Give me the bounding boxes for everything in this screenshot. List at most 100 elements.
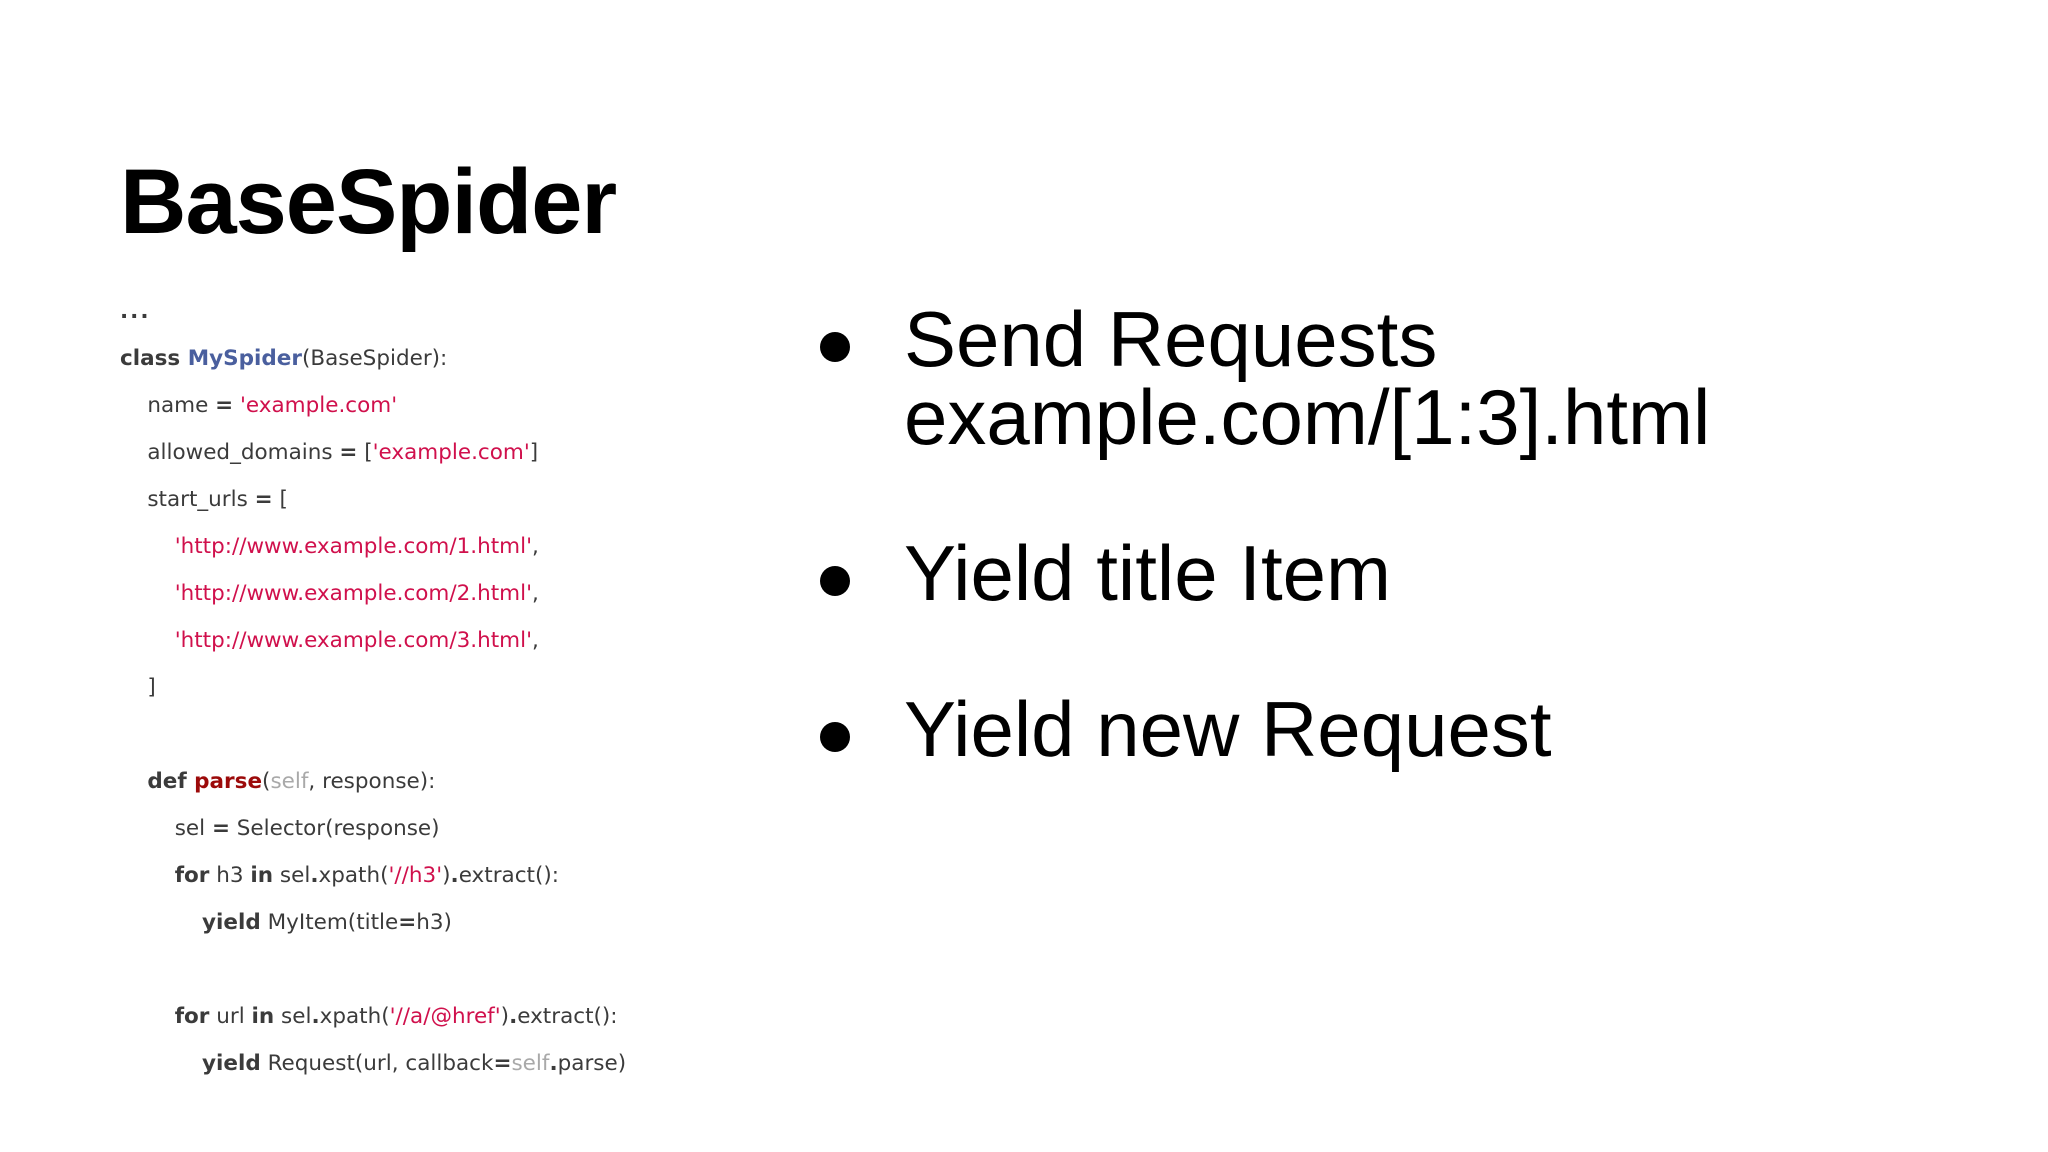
code-token-self: self — [270, 769, 309, 794]
code-token-fn: parse — [194, 769, 263, 794]
code-token-plain: ) — [500, 1004, 510, 1029]
code-line: 'http://www.example.com/3.html', — [120, 617, 840, 664]
bullet-text: Send Requests example.com/[1:3].html — [904, 295, 1711, 461]
list-item: Yield new Request — [820, 690, 1970, 768]
bullet-dot-icon — [820, 722, 850, 752]
code-token-plain: sel — [274, 1004, 312, 1029]
code-token-kw: for — [174, 863, 210, 888]
code-token-op: = — [398, 910, 417, 935]
code-indent — [120, 1004, 175, 1029]
code-token-str: '//h3' — [388, 863, 443, 888]
code-token-kw: def — [147, 769, 195, 794]
code-indent — [120, 816, 175, 841]
code-token-plain: start_urls — [147, 487, 255, 512]
code-line: class MySpider(BaseSpider): — [120, 335, 840, 382]
code-token-plain: extract(): — [458, 863, 559, 888]
code-token-plain: , — [532, 534, 539, 559]
code-token-op: = — [254, 487, 273, 512]
code-token-plain: allowed_domains — [147, 440, 340, 465]
code-indent — [120, 487, 147, 512]
code-line: sel = Selector(response) — [120, 805, 840, 852]
code-token-str: 'http://www.example.com/2.html' — [174, 581, 533, 606]
code-token-plain: , — [532, 628, 539, 653]
code-line: 'http://www.example.com/1.html', — [120, 523, 840, 570]
code-token-self: self — [511, 1051, 550, 1076]
code-indent — [120, 863, 175, 888]
code-token-plain: Selector(response) — [229, 816, 440, 841]
code-token-plain: , — [532, 581, 539, 606]
code-token-op: . — [549, 1051, 558, 1076]
code-line: for url in sel.xpath('//a/@href').extrac… — [120, 993, 840, 1040]
code-line: name = 'example.com' — [120, 382, 840, 429]
code-token-plain: extract(): — [517, 1004, 618, 1029]
code-token-op: = — [493, 1051, 512, 1076]
code-line — [120, 946, 840, 993]
code-indent — [120, 910, 202, 935]
code-indent — [120, 534, 175, 559]
code-indent — [120, 440, 147, 465]
code-token-op: . — [509, 1004, 518, 1029]
code-token-plain: ] — [147, 675, 156, 700]
code-line: ] — [120, 664, 840, 711]
code-token-plain: parse) — [557, 1051, 627, 1076]
code-line — [120, 711, 840, 758]
code-indent — [120, 769, 147, 794]
code-token-plain: , response): — [308, 769, 436, 794]
code-token-plain: MyItem(title — [260, 910, 399, 935]
code-token-kw: in — [250, 863, 274, 888]
code-indent — [120, 675, 147, 700]
code-line: 'http://www.example.com/2.html', — [120, 570, 840, 617]
code-token-kw: class — [120, 346, 188, 371]
code-token-plain: ] — [529, 440, 539, 465]
bullet-text: Yield title Item — [904, 529, 1391, 617]
code-token-op: . — [311, 1004, 320, 1029]
list-item: Send Requests example.com/[1:3].html — [820, 300, 1970, 456]
code-token-plain: xpath( — [318, 863, 389, 888]
bullet-dot-icon — [820, 566, 850, 596]
code-line: yield MyItem(title=h3) — [120, 899, 840, 946]
code-token-plain: sel — [174, 816, 212, 841]
code-line: ... — [120, 288, 840, 335]
code-token-op: = — [339, 440, 358, 465]
code-indent — [120, 581, 175, 606]
bullet-text: Yield new Request — [904, 685, 1552, 773]
code-token-kw: yield — [202, 910, 261, 935]
code-token-op: = — [215, 393, 234, 418]
code-line: start_urls = [ — [120, 476, 840, 523]
code-token-plain: Request(url, callback — [260, 1051, 494, 1076]
page-title: BaseSpider — [120, 150, 617, 253]
code-token-kw: in — [251, 1004, 275, 1029]
code-token-plain: h3 — [209, 863, 251, 888]
code-indent — [120, 1051, 202, 1076]
code-token-plain: ( — [262, 769, 271, 794]
code-token-plain — [233, 393, 240, 418]
code-token-plain: (BaseSpider): — [301, 346, 448, 371]
list-item: Yield title Item — [820, 534, 1970, 612]
code-line: allowed_domains = ['example.com'] — [120, 429, 840, 476]
bullet-dot-icon — [820, 332, 850, 362]
code-token-str: 'http://www.example.com/3.html' — [174, 628, 533, 653]
code-token-op: = — [211, 816, 230, 841]
code-token-plain: url — [209, 1004, 252, 1029]
code-token-plain: [ — [272, 487, 288, 512]
code-token-str: 'http://www.example.com/1.html' — [174, 534, 533, 559]
code-indent — [120, 628, 175, 653]
code-token-kw: yield — [202, 1051, 261, 1076]
code-line: for h3 in sel.xpath('//h3').extract(): — [120, 852, 840, 899]
code-snippet: ... class MySpider(BaseSpider): name = 'e… — [120, 288, 840, 1087]
code-token-class: MySpider — [187, 346, 302, 371]
code-token-ellipsis: ... — [120, 299, 151, 324]
code-token-plain: sel — [273, 863, 311, 888]
code-line: yield Request(url, callback=self.parse) — [120, 1040, 840, 1087]
code-token-op: . — [310, 863, 319, 888]
code-token-kw: for — [174, 1004, 210, 1029]
code-token-str: 'example.com' — [240, 393, 398, 418]
code-indent — [120, 393, 147, 418]
code-token-str: 'example.com' — [372, 440, 530, 465]
code-token-plain: [ — [357, 440, 373, 465]
code-token-plain: name — [147, 393, 216, 418]
code-token-str: '//a/@href' — [389, 1004, 501, 1029]
code-token-plain: xpath( — [319, 1004, 390, 1029]
